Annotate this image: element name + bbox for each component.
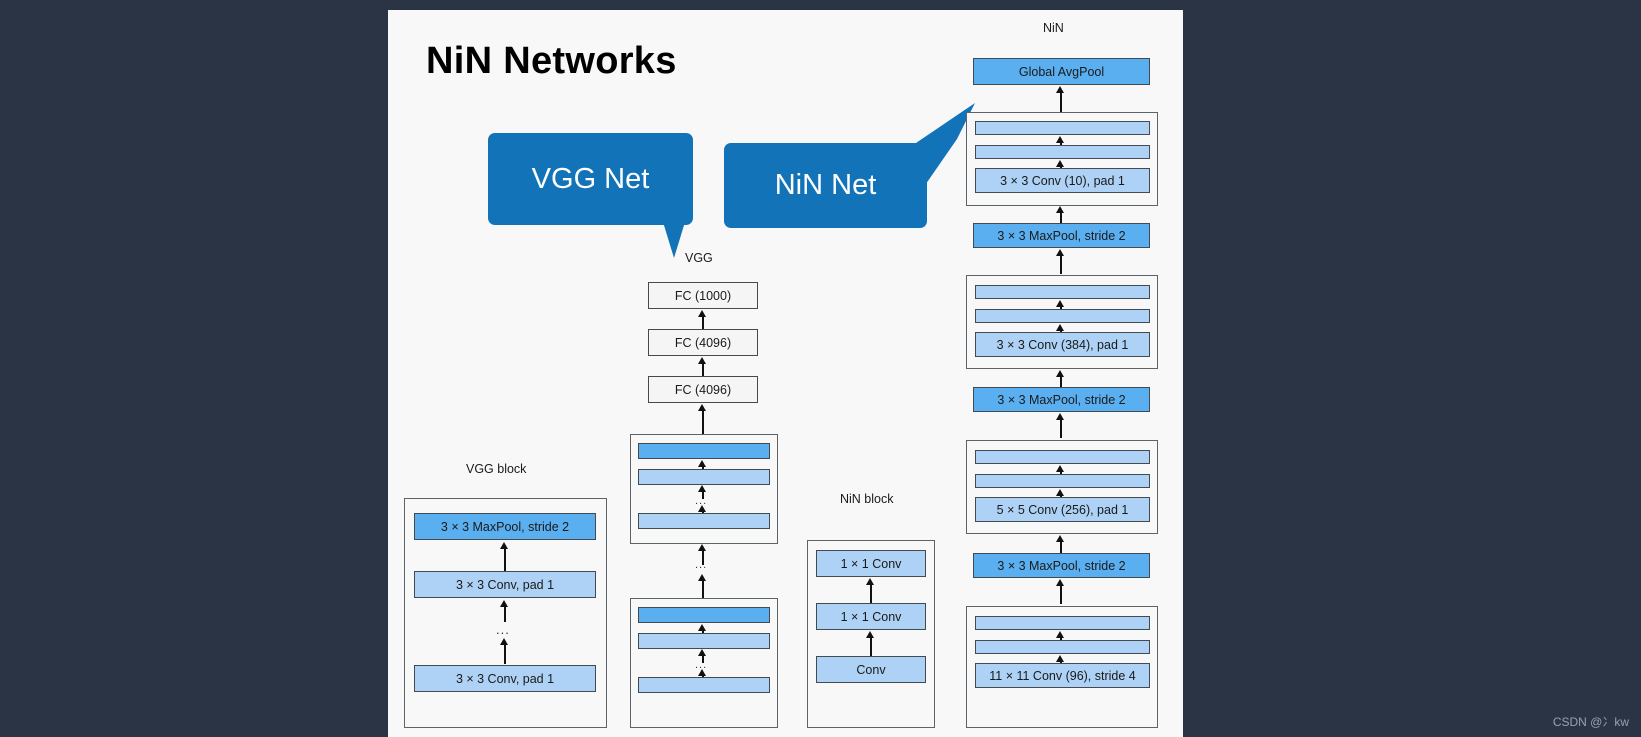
vgg-net-block-2-arrow-1 (699, 649, 706, 663)
vgg-net-block-1-ellipsis: ... (695, 495, 708, 507)
watermark: CSDN @冫kw (1552, 715, 1629, 729)
vgg-block-arrow-2 (501, 638, 508, 664)
nin-block-node-1[interactable]: 1 × 1 Conv (816, 603, 926, 630)
vgg-net-block-1-arrow-1 (699, 485, 706, 499)
page-title: NiN Networks (426, 40, 677, 82)
caption-vgg-block: VGG block (466, 462, 527, 476)
vgg-arrow-fc2 (699, 357, 706, 385)
nin-arrow-3 (1057, 370, 1064, 395)
nin-block-conv256-row-0[interactable] (975, 450, 1150, 464)
vgg-block-node-3[interactable]: 3 × 3 Conv, pad 1 (414, 665, 596, 692)
vgg-block-node-1[interactable]: 3 × 3 Conv, pad 1 (414, 571, 596, 598)
nin-block-conv96-row-2[interactable]: 11 × 11 Conv (96), stride 4 (975, 663, 1150, 688)
nin-maxpool-1[interactable]: 3 × 3 MaxPool, stride 2 (973, 223, 1150, 248)
callout-nin-net[interactable]: NiN Net (724, 143, 927, 228)
vgg-block-node-0[interactable]: 3 × 3 MaxPool, stride 2 (414, 513, 596, 540)
vgg-net-mid-arrow-a (699, 544, 706, 565)
vgg-net-block-1-row-1[interactable] (638, 469, 770, 485)
nin-block-arrow-1 (867, 631, 874, 659)
nin-block-conv10-row-0[interactable] (975, 121, 1150, 135)
vgg-fc-4096-a[interactable]: FC (4096) (648, 329, 758, 356)
nin-block-node-2[interactable]: Conv (816, 656, 926, 683)
vgg-fc-4096-b[interactable]: FC (4096) (648, 376, 758, 403)
vgg-fc-1000[interactable]: FC (1000) (648, 282, 758, 309)
nin-block-arrow-0 (867, 578, 874, 606)
nin-block-conv256-row-1[interactable] (975, 474, 1150, 488)
nin-maxpool-2[interactable]: 3 × 3 MaxPool, stride 2 (973, 387, 1150, 412)
slide-canvas: NiN Networks VGG Net NiN Net VGG block 3… (388, 10, 1183, 737)
nin-arrow-5 (1057, 535, 1064, 560)
callout-nin-label: NiN Net (774, 169, 877, 201)
caption-vgg: VGG (685, 251, 713, 265)
vgg-net-block-2-ellipsis: ... (695, 659, 708, 671)
vgg-net-block-2-row-0[interactable] (638, 607, 770, 623)
vgg-net-mid-ellipsis: ... (695, 559, 708, 571)
callout-vgg-tail (663, 222, 685, 258)
vgg-net-block-2-row-1[interactable] (638, 633, 770, 649)
caption-nin: NiN (1043, 21, 1064, 35)
nin-block-conv10-row-2[interactable]: 3 × 3 Conv (10), pad 1 (975, 168, 1150, 193)
vgg-net-block-1-row-2[interactable] (638, 513, 770, 529)
vgg-net-block-1-row-0[interactable] (638, 443, 770, 459)
nin-arrow-1 (1057, 206, 1064, 231)
nin-block-conv256-row-2[interactable]: 5 × 5 Conv (256), pad 1 (975, 497, 1150, 522)
nin-block-conv384-row-1[interactable] (975, 309, 1150, 323)
vgg-arrow-fc3 (699, 404, 706, 434)
callout-vgg-net[interactable]: VGG Net (488, 133, 693, 225)
nin-block-node-0[interactable]: 1 × 1 Conv (816, 550, 926, 577)
vgg-block-arrow-0 (501, 542, 508, 571)
nin-global-avgpool[interactable]: Global AvgPool (973, 58, 1150, 85)
nin-arrow-6 (1057, 579, 1064, 604)
nin-block-conv384-row-2[interactable]: 3 × 3 Conv (384), pad 1 (975, 332, 1150, 357)
vgg-block-ellipsis: ... (496, 622, 510, 637)
nin-arrow-0 (1057, 86, 1064, 112)
nin-block-conv10-row-1[interactable] (975, 145, 1150, 159)
vgg-arrow-fc1 (699, 310, 706, 338)
callout-vgg-label: VGG Net (531, 162, 650, 195)
nin-maxpool-3[interactable]: 3 × 3 MaxPool, stride 2 (973, 553, 1150, 578)
caption-nin-block: NiN block (840, 492, 894, 506)
vgg-net-mid-arrow-b (699, 574, 706, 598)
nin-block-conv96-row-0[interactable] (975, 616, 1150, 630)
callout-nin-tail (913, 103, 975, 191)
nin-block-conv96-row-1[interactable] (975, 640, 1150, 654)
vgg-block-arrow-1 (501, 600, 508, 622)
nin-arrow-4 (1057, 413, 1064, 438)
nin-arrow-2 (1057, 249, 1064, 274)
vgg-net-block-2-row-2[interactable] (638, 677, 770, 693)
nin-block-conv384-row-0[interactable] (975, 285, 1150, 299)
